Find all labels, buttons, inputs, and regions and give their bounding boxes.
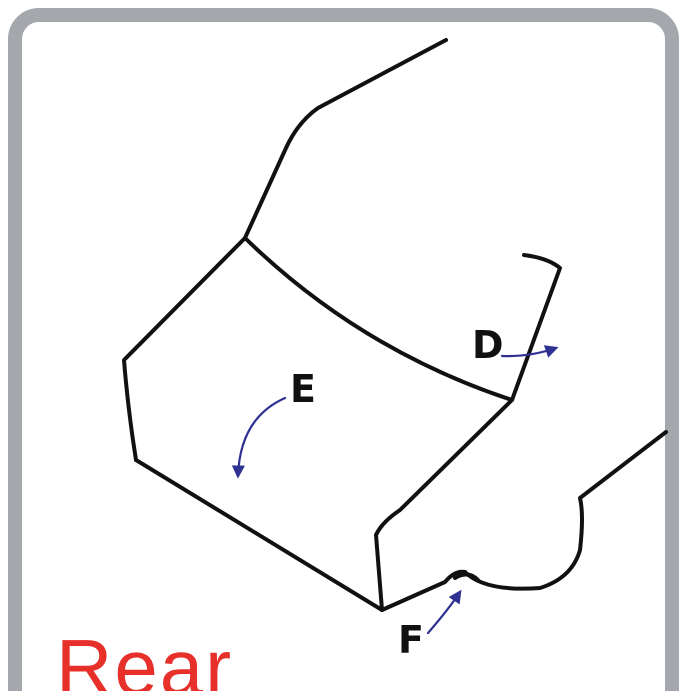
arrow-f: [426, 589, 462, 635]
label-d: D: [472, 323, 504, 367]
top-seam: [243, 236, 514, 402]
notch-inner: [453, 572, 480, 582]
front-vertical: [374, 533, 384, 612]
label-f: F: [398, 618, 424, 662]
body-outline: [122, 38, 668, 612]
bottom-front-edge: [134, 458, 384, 612]
left-contour: [122, 236, 247, 462]
right-diagonal: [374, 398, 514, 537]
heel-lobe: [463, 430, 668, 591]
bottom-lip: [380, 569, 467, 612]
caption-rear: Rear: [56, 623, 234, 691]
arrow-e: [231, 396, 287, 479]
label-e: E: [290, 367, 316, 411]
upper-contour: [243, 38, 448, 240]
arrow-d: [500, 345, 559, 358]
right-strap: [510, 253, 562, 402]
arrows: [231, 345, 559, 635]
frame-border: [8, 8, 679, 691]
caption-backing: [50, 636, 330, 691]
